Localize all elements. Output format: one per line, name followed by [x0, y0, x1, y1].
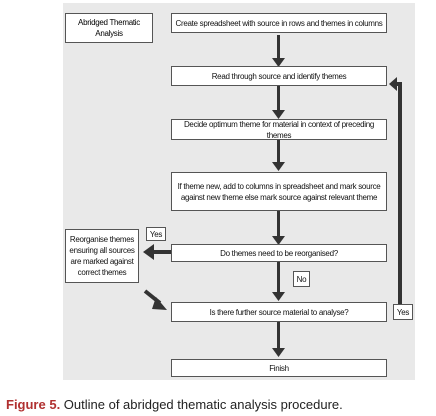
arrow-reorganise-to-further [143, 289, 167, 310]
step-reorganise-themes: Reorganise themes ensuring all sources a… [65, 229, 139, 283]
step-further-material-question: Is there further source material to anal… [171, 302, 387, 322]
arrow-add-to-reorganise-q [272, 211, 285, 245]
step-decide-theme: Decide optimum theme for material in con… [171, 119, 387, 140]
step-finish: Finish [171, 359, 387, 377]
arrow-create-to-read [272, 35, 285, 67]
caption-text: Outline of abridged thematic analysis pr… [60, 397, 343, 412]
diagram-title: Abridged Thematic Analysis [65, 13, 153, 43]
arrow-further-q-to-finish [272, 322, 285, 357]
figure-caption: Figure 5. Outline of abridged thematic a… [6, 397, 434, 412]
arrow-decide-to-add [272, 140, 285, 171]
step-add-theme: If theme new, add to columns in spreadsh… [171, 172, 387, 211]
arrow-to-reorganise [143, 244, 174, 260]
step-create-spreadsheet: Create spreadsheet with source in rows a… [171, 13, 387, 33]
arrow-reorganise-q-to-further-q [272, 262, 285, 301]
arrow-read-to-decide [272, 86, 285, 119]
label-yes-reorganise: Yes [146, 227, 166, 241]
step-read-source: Read through source and identify themes [171, 66, 387, 86]
arrow-loop-back-to-read [389, 77, 402, 304]
step-reorganise-question: Do themes need to be reorganised? [171, 244, 387, 262]
label-yes-further: Yes [393, 304, 413, 320]
caption-label: Figure 5. [6, 397, 61, 412]
label-no-reorganise: No [293, 271, 310, 287]
